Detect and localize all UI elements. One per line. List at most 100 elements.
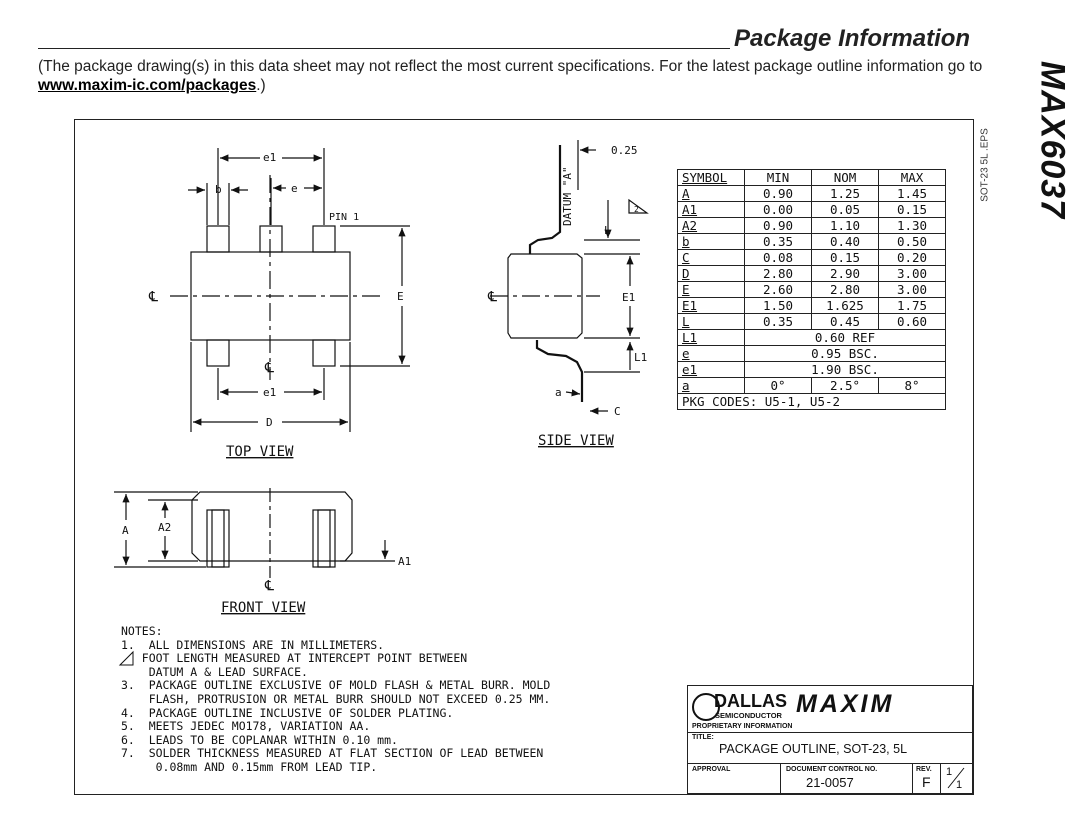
divider [940, 763, 941, 795]
top-lead [312, 225, 336, 253]
top-lead [206, 339, 230, 367]
centerline-symbol: ℄ [264, 360, 274, 376]
cell: E [677, 281, 745, 298]
label-A2: A2 [158, 521, 171, 534]
side-view-caption: SIDE VIEW [538, 433, 614, 449]
label-L1: L1 [634, 351, 647, 364]
cell: 1.25 [811, 185, 879, 202]
cell: L [677, 313, 745, 330]
top-lead [259, 225, 283, 253]
proprietary-label: PROPRIETARY INFORMATION [692, 723, 793, 730]
rev-label: REV. [916, 766, 932, 773]
label-C: C [614, 405, 621, 418]
front-view [114, 488, 395, 578]
front-body [191, 491, 353, 562]
cell: 0.40 [811, 233, 879, 250]
doc-control-label: DOCUMENT CONTROL NO. [786, 766, 878, 773]
label-D: D [266, 416, 273, 429]
cell: 0.90 [744, 185, 812, 202]
cell: A1 [677, 201, 745, 218]
cell: 0.15 [811, 249, 879, 266]
top-view-labels: e1 b e PIN 1 ℄ ℄ E e1 D TOP VIEW [148, 151, 404, 460]
label-e: e [291, 182, 298, 195]
note-5: 5. MEETS JEDEC MO178, VARIATION AA. [121, 719, 371, 734]
cell: b [677, 233, 745, 250]
cell: 2.80 [744, 265, 812, 282]
revision: F [922, 774, 931, 790]
note-6: 6. LEADS TO BE COPLANAR WITHIN 0.10 mm. [121, 732, 398, 747]
cell: 1.30 [878, 217, 946, 234]
cell: 0.35 [744, 233, 812, 250]
intro-text-end: .) [256, 77, 266, 94]
cell: 0.35 [744, 313, 812, 330]
semiconductor-text: SEMICONDUCTOR [715, 711, 782, 720]
cell: 0.08 [744, 249, 812, 266]
front-lead-inner [317, 509, 331, 568]
header-rule [38, 48, 730, 49]
label-alpha: a [555, 386, 562, 399]
cell: 1.625 [811, 297, 879, 314]
cell: a [677, 377, 745, 394]
cell: A [677, 185, 745, 202]
cell: e [677, 345, 745, 362]
sheet-slash [946, 766, 966, 790]
label-A1: A1 [398, 555, 411, 568]
cell: 0.15 [878, 201, 946, 218]
cell: 2.90 [811, 265, 879, 282]
front-view-caption: FRONT VIEW [221, 600, 306, 616]
intro-paragraph: (The package drawing(s) in this data she… [38, 57, 1028, 95]
header-max: MAX [878, 169, 946, 186]
centerline-symbol: ℄ [148, 289, 158, 305]
cell: 8° [878, 377, 946, 394]
doc-number: 21-0057 [806, 775, 854, 790]
cell: 0.05 [811, 201, 879, 218]
cell: L1 [677, 329, 745, 346]
cell: 1.50 [744, 297, 812, 314]
side-body [507, 253, 583, 339]
front-view-labels: A A2 A1 ℄ FRONT VIEW [122, 521, 411, 616]
table-header: SYMBOL MIN NOM MAX [677, 169, 946, 186]
note-3-cont: FLASH, PROTRUSION OR METAL BURR SHOULD N… [121, 691, 551, 706]
note-2: FOOT LENGTH MEASURED AT INTERCEPT POINT … [121, 651, 468, 666]
cell: 0.20 [878, 249, 946, 266]
approval-label: APPROVAL [692, 766, 731, 773]
label-pin1: PIN 1 [329, 212, 359, 223]
cell: 2.80 [811, 281, 879, 298]
label-A: A [122, 524, 129, 537]
notes: NOTES:1. ALL DIMENSIONS ARE IN MILLIMETE… [121, 624, 551, 775]
divider [780, 763, 781, 795]
label-L: L [604, 224, 611, 237]
cell: 0.95 BSC. [744, 345, 946, 362]
header-min: MIN [744, 169, 812, 186]
cell: A2 [677, 217, 745, 234]
cell: 1.75 [878, 297, 946, 314]
cell: 3.00 [878, 281, 946, 298]
section-title: Package Information [734, 25, 971, 52]
side-view [490, 140, 649, 415]
note-3: 3. PACKAGE OUTLINE EXCLUSIVE OF MOLD FLA… [121, 678, 551, 693]
label-E: E [397, 290, 404, 303]
dallas-logo-text: DALLAS [714, 691, 787, 711]
title-row-divider [688, 732, 972, 733]
note-4: 4. PACKAGE OUTLINE INCLUSIVE OF SOLDER P… [121, 705, 454, 720]
front-lead [206, 509, 230, 568]
sheet-total: 1 [956, 779, 963, 791]
packages-link[interactable]: www.maxim-ic.com/packages [38, 77, 257, 94]
package-title: PACKAGE OUTLINE, SOT-23, 5L [719, 742, 908, 756]
datum-label: DATUM "A" [561, 166, 574, 226]
label-0-25: 0.25 [611, 144, 638, 157]
top-lead [206, 225, 230, 253]
side-view-labels: DATUM "A" 0.25 2 L ℄ E1 L1 a C SIDE VIEW [487, 144, 647, 449]
maxim-logo: MAXIM [796, 690, 895, 718]
